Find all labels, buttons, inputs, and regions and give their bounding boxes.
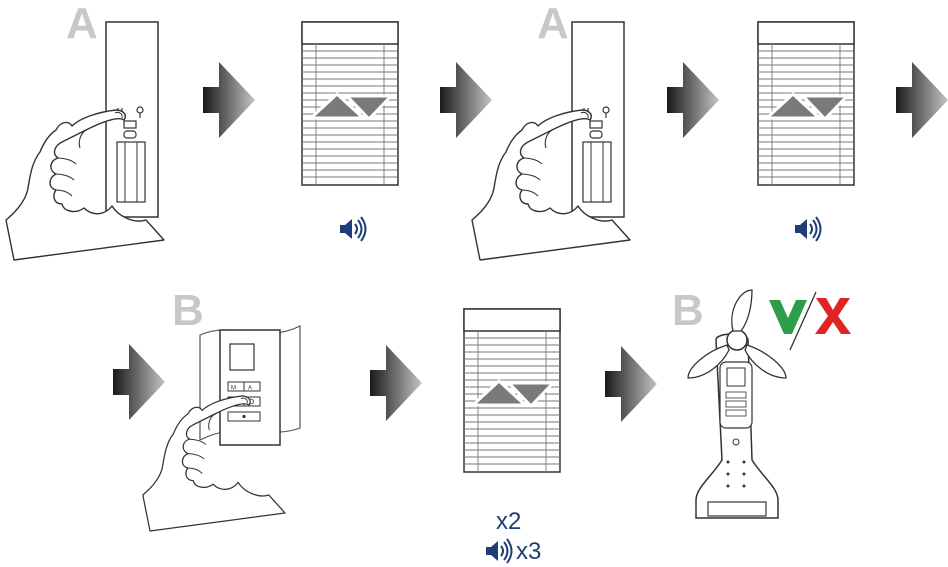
arrow-right-icon <box>113 344 165 420</box>
blind-up-down-2 <box>756 20 856 187</box>
remote-control-b: M A UP <box>142 325 301 532</box>
svg-text:A: A <box>248 386 252 392</box>
beep-count-label: x3 <box>516 538 542 565</box>
check-icon <box>769 300 807 334</box>
step-label-b: B <box>172 286 204 335</box>
step-a1-press-motor-button <box>5 21 165 261</box>
arrow-right-icon <box>896 62 948 138</box>
arrow-right-icon <box>605 346 657 422</box>
arrow-right-icon <box>203 62 255 138</box>
speaker-icon <box>339 216 367 242</box>
step-label-b: B <box>672 286 704 335</box>
arrow-right-icon <box>440 62 492 138</box>
step-label-a: A <box>537 0 569 48</box>
repeat-count-label: x2 <box>496 508 522 535</box>
svg-text:M: M <box>231 386 236 392</box>
speaker-icon <box>485 538 513 564</box>
arrow-right-icon <box>667 62 719 138</box>
step-a2-press-motor-button <box>471 21 631 261</box>
cross-icon <box>815 298 851 334</box>
remote-display <box>229 343 255 371</box>
blind-up-down-3 <box>462 307 562 474</box>
speaker-icon <box>794 216 822 242</box>
blind-up-down-1 <box>300 20 400 187</box>
step-label-a: A <box>66 0 98 48</box>
arrow-right-icon <box>370 345 422 421</box>
wind-sensor-device <box>687 289 817 519</box>
